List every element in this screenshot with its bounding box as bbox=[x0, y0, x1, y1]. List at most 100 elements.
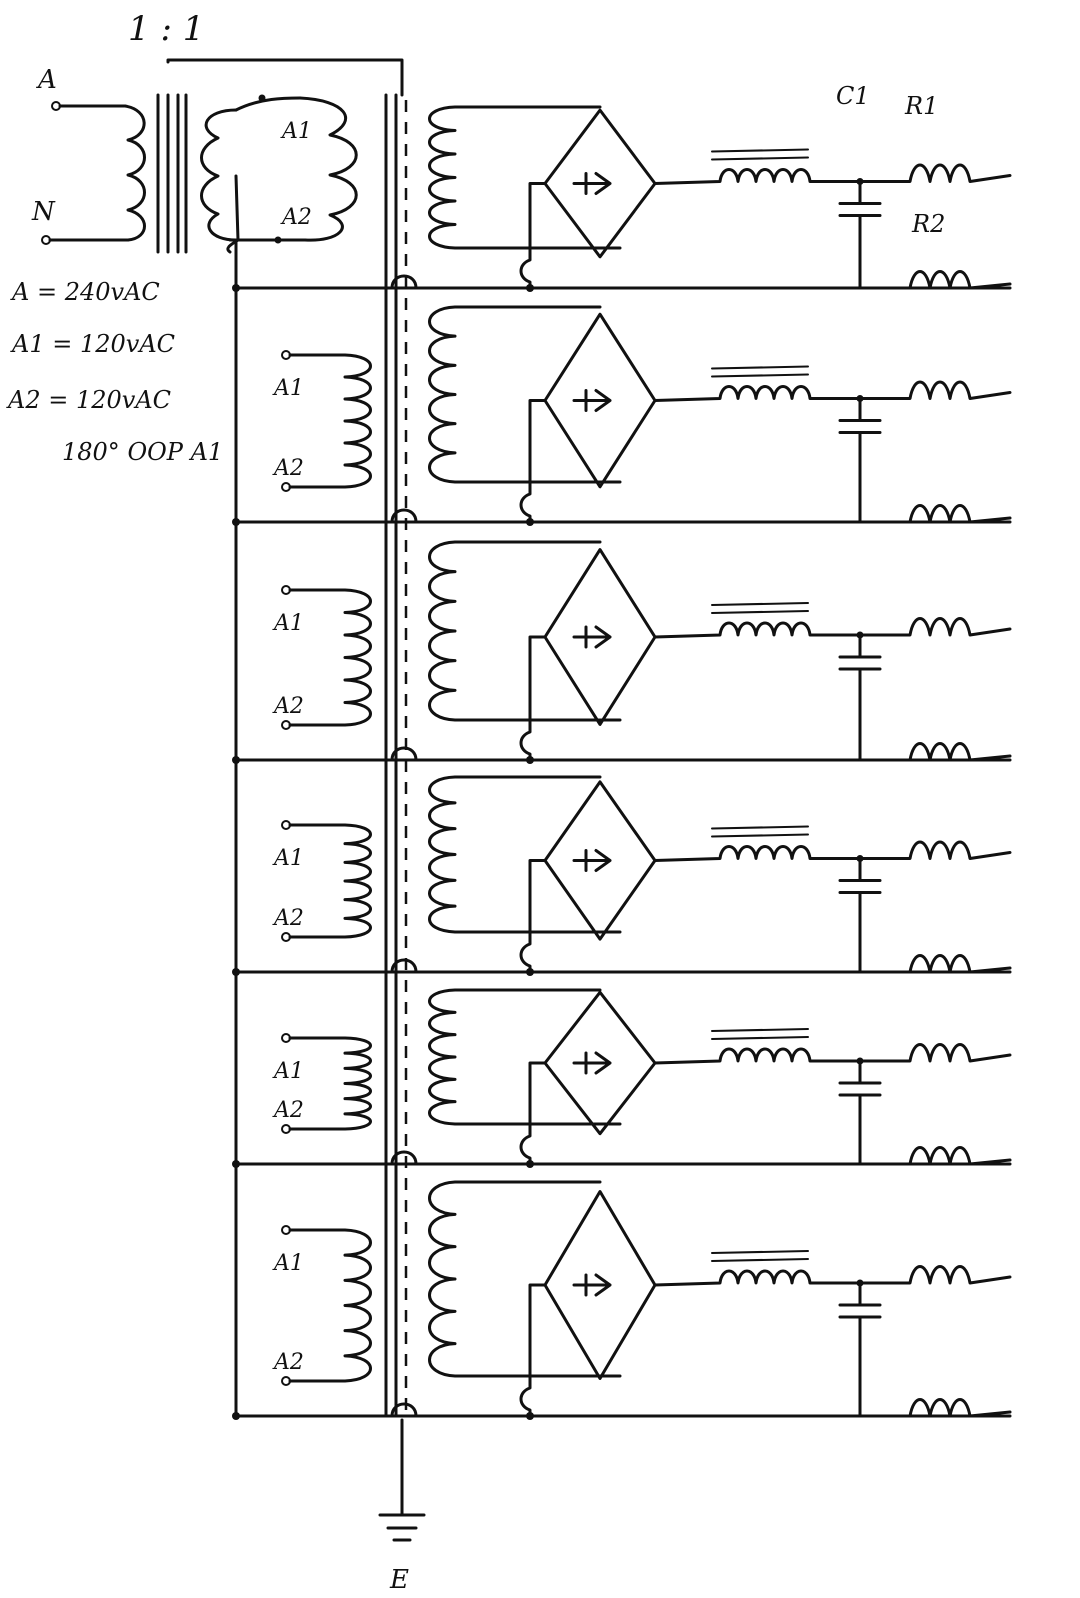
secondary-winding bbox=[428, 305, 622, 484]
resistor-2 bbox=[858, 1146, 1012, 1166]
choke-core bbox=[711, 825, 809, 838]
secondary-winding bbox=[428, 988, 622, 1126]
diode-symbol bbox=[572, 1273, 612, 1297]
diode-symbol bbox=[572, 849, 612, 872]
resistor-2-label: R2 bbox=[911, 210, 945, 238]
capacitor bbox=[838, 397, 882, 524]
bridge-negative-lead bbox=[519, 399, 547, 524]
capacitor bbox=[838, 1281, 882, 1418]
bridge-negative-lead bbox=[519, 635, 547, 762]
choke bbox=[653, 845, 862, 862]
choke-core bbox=[711, 602, 809, 614]
choke bbox=[653, 621, 862, 639]
bridge-rectifier bbox=[543, 1190, 657, 1380]
resistor-1-label: R1 bbox=[904, 92, 938, 120]
bridge-rectifier bbox=[543, 108, 657, 259]
diode-symbol bbox=[572, 625, 612, 649]
rail-junction bbox=[232, 968, 240, 976]
legend-a1: A1 = 120vAC bbox=[10, 330, 175, 358]
rail-crossover bbox=[390, 1402, 418, 1418]
bridge-rail-junction bbox=[526, 1160, 534, 1168]
live-label: A bbox=[36, 65, 57, 95]
tap-label-a1: A1 bbox=[272, 846, 304, 871]
resistor-1 bbox=[858, 617, 1012, 637]
bridge-rectifier bbox=[543, 312, 657, 489]
capacitor bbox=[838, 1059, 882, 1166]
bridge-rail-junction bbox=[526, 518, 534, 526]
first-stage-taps: A1 A2 bbox=[226, 94, 358, 254]
capacitor-label: C1 bbox=[836, 82, 870, 110]
tap-winding bbox=[288, 1036, 372, 1131]
tap-label-a2-top: A2 bbox=[280, 205, 312, 230]
choke-core bbox=[711, 365, 809, 378]
bridge-negative-lead bbox=[519, 1061, 547, 1166]
resistor-1 bbox=[858, 163, 1012, 183]
bridge-rectifier bbox=[543, 548, 657, 726]
rail-crossover bbox=[390, 1150, 418, 1166]
capacitor bbox=[838, 857, 882, 974]
input-secondary-winding bbox=[200, 108, 238, 242]
stage-1 bbox=[232, 105, 1012, 292]
bridge-rail-junction bbox=[526, 1412, 534, 1420]
tap-label-a1: A1 bbox=[272, 611, 304, 636]
choke-core bbox=[711, 1250, 809, 1262]
rail-crossover bbox=[390, 746, 418, 762]
resistor-2 bbox=[858, 1398, 1012, 1418]
rail-crossover bbox=[390, 508, 418, 524]
tap-label-a1-top: A1 bbox=[280, 119, 312, 144]
resistor-2 bbox=[858, 954, 1012, 974]
resistor-1 bbox=[858, 840, 1012, 860]
rail-junction bbox=[232, 284, 240, 292]
tap-label-a1: A1 bbox=[272, 1251, 304, 1276]
bridge-rail-junction bbox=[526, 968, 534, 976]
legend-phase: 180° OOP A1 bbox=[62, 438, 223, 466]
bridge-rail-junction bbox=[526, 756, 534, 764]
input-core-right bbox=[176, 93, 188, 254]
tap-winding bbox=[288, 1228, 372, 1383]
tap-winding bbox=[288, 823, 372, 939]
bridge-negative-lead bbox=[519, 182, 547, 290]
tap-label-a2: A2 bbox=[272, 906, 304, 931]
tap-label-a2: A2 bbox=[272, 694, 304, 719]
rail-junction bbox=[232, 1412, 240, 1420]
rail-crossover bbox=[390, 274, 418, 290]
bridge-negative-lead bbox=[519, 1283, 547, 1418]
bridge-rail-junction bbox=[526, 284, 534, 292]
primary-winding bbox=[123, 104, 146, 242]
rail-junction bbox=[232, 1160, 240, 1168]
capacitor bbox=[838, 180, 882, 290]
choke bbox=[653, 1047, 862, 1065]
resistor-2 bbox=[858, 504, 1012, 524]
first-stage-winding bbox=[298, 96, 358, 242]
choke bbox=[653, 385, 862, 402]
legend: A = 240vAC A1 = 120vAC A2 = 120vAC 180° … bbox=[6, 278, 223, 466]
choke-core bbox=[711, 148, 809, 161]
input-core-left bbox=[156, 93, 170, 254]
ground-symbol: E bbox=[378, 1418, 426, 1595]
legend-a2: A2 = 120vAC bbox=[6, 386, 171, 414]
resistor-1 bbox=[858, 1043, 1012, 1063]
rail-junction bbox=[232, 518, 240, 526]
ratio-bracket bbox=[166, 58, 404, 97]
rail-junction bbox=[232, 756, 240, 764]
secondary-winding bbox=[428, 1180, 622, 1378]
stack-core-left bbox=[384, 93, 398, 1418]
tap-label-a1: A1 bbox=[272, 376, 304, 401]
capacitor bbox=[838, 633, 882, 762]
bridge-rectifier bbox=[543, 990, 657, 1136]
resistor-1 bbox=[858, 1265, 1012, 1285]
tap-label-a2: A2 bbox=[272, 1098, 304, 1123]
choke bbox=[653, 168, 862, 185]
secondary-winding bbox=[428, 540, 622, 722]
secondary-winding bbox=[428, 775, 622, 934]
tap-label-a2: A2 bbox=[272, 1350, 304, 1375]
resistor-2 bbox=[858, 742, 1012, 762]
turns-ratio-label: 1 : 1 bbox=[128, 9, 204, 49]
bridge-rectifier bbox=[543, 780, 657, 941]
